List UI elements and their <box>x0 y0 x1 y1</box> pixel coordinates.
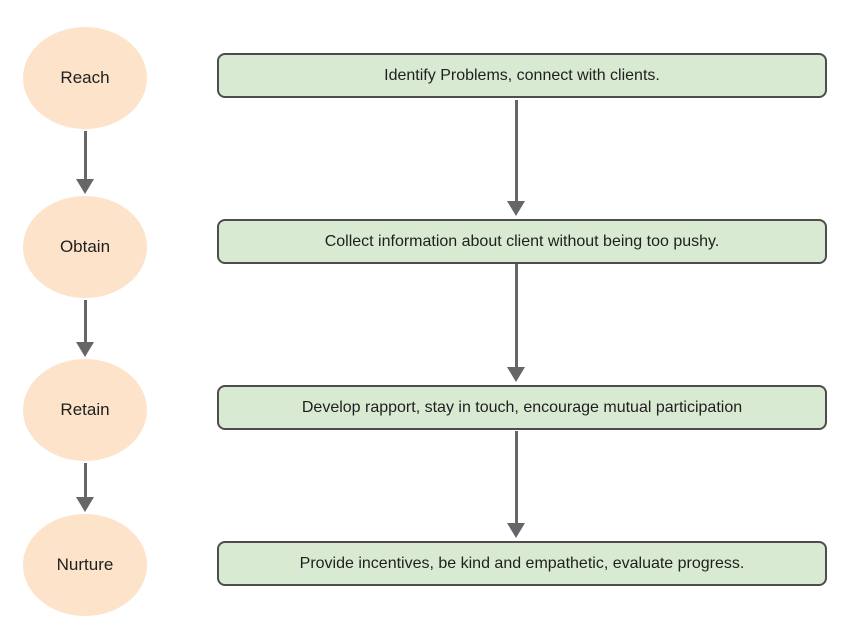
description-box-obtain: Collect information about client without… <box>217 219 827 264</box>
arrow-shaft <box>83 131 87 179</box>
arrow-box1-to-box2 <box>507 100 525 216</box>
description-box-reach: Identify Problems, connect with clients. <box>217 53 827 98</box>
stage-circle-reach: Reach <box>23 27 147 129</box>
stage-circle-retain: Retain <box>23 359 147 461</box>
stage-circle-nurture: Nurture <box>23 514 147 616</box>
stage-circle-obtain: Obtain <box>23 196 147 298</box>
stage-label-retain: Retain <box>60 400 110 419</box>
stage-label-obtain: Obtain <box>59 237 111 256</box>
arrow-shaft <box>514 264 518 367</box>
arrow-retain-to-nurture <box>76 463 94 512</box>
arrow-head-icon <box>507 523 525 538</box>
description-text-retain: Develop rapport, stay in touch, encourag… <box>301 398 743 416</box>
stage-label-reach: Reach <box>60 68 110 87</box>
arrow-head-icon <box>507 367 525 382</box>
arrow-shaft <box>514 100 518 201</box>
arrow-shaft <box>514 431 518 523</box>
arrow-box2-to-box3 <box>507 264 525 382</box>
arrow-head-icon <box>76 342 94 357</box>
arrow-head-icon <box>76 497 94 512</box>
arrow-shaft <box>83 300 87 342</box>
arrow-obtain-to-retain <box>76 300 94 357</box>
description-text-reach: Identify Problems, connect with clients. <box>384 66 660 84</box>
arrow-shaft <box>83 463 87 497</box>
arrow-head-icon <box>76 179 94 194</box>
arrow-head-icon <box>507 201 525 216</box>
arrow-reach-to-obtain <box>76 131 94 194</box>
description-box-nurture: Provide incentives, be kind and empathet… <box>217 541 827 586</box>
description-box-retain: Develop rapport, stay in touch, encourag… <box>217 385 827 430</box>
description-text-nurture: Provide incentives, be kind and empathet… <box>299 554 745 572</box>
arrow-box3-to-box4 <box>507 431 525 538</box>
stage-label-nurture: Nurture <box>56 555 114 574</box>
description-text-obtain: Collect information about client without… <box>324 232 720 250</box>
